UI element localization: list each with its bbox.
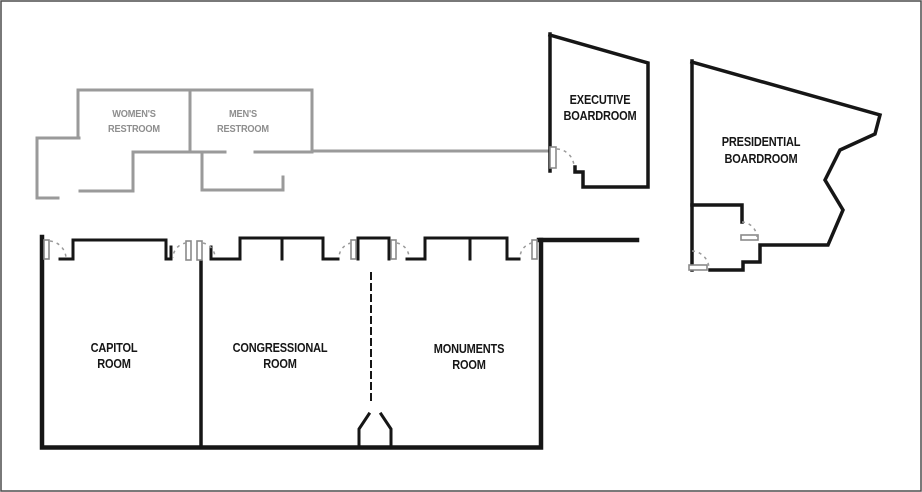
- left-corridor-wall: [35, 136, 81, 200]
- door-arc-congressional-right: [338, 242, 352, 259]
- capitol-room-label: CAPITOL ROOM: [91, 341, 138, 371]
- executive-boardroom-label: EXECUTIVE BOARDROOM: [564, 93, 637, 123]
- monuments-room-label-line2: ROOM: [452, 358, 486, 372]
- door-leaf-presidential-inner: [740, 234, 759, 241]
- womens-lower-wall: [78, 150, 192, 193]
- presidential-boardroom-label-line2: BOARDROOM: [725, 152, 798, 166]
- womens-restroom-label: WOMEN'S RESTROOM: [108, 109, 160, 136]
- main-room-outer-wall: [39, 234, 544, 450]
- partition-pocket: [357, 411, 393, 449]
- monuments-room-label: MONUMENTS ROOM: [434, 342, 505, 372]
- presidential-boardroom-walls: [689, 59, 883, 272]
- door-arc-monuments-right: [519, 242, 533, 259]
- door-leaf-presidential-entry: [688, 264, 708, 271]
- womens-restroom-label-line2: RESTROOM: [108, 124, 160, 136]
- congressional-room-label-line1: CONGRESSIONAL: [233, 341, 328, 355]
- door-leaf-congressional-left: [196, 240, 203, 261]
- door-arc-monuments-left: [396, 242, 410, 259]
- door-leaves: [43, 146, 759, 271]
- executive-boardroom-label-line2: BOARDROOM: [564, 109, 637, 123]
- capitol-room-label-line2: ROOM: [97, 357, 131, 371]
- presidential-vestibule-wall: [690, 203, 744, 224]
- executive-boardroom-label-line1: EXECUTIVE: [570, 93, 631, 107]
- door-leaf-monuments-right: [531, 239, 538, 260]
- door-leaf-capitol-right: [185, 240, 192, 261]
- executive-outer-wall: [547, 32, 650, 189]
- congressional-room-label: CONGRESSIONAL ROOM: [233, 341, 328, 371]
- monuments-room-label-line1: MONUMENTS: [434, 342, 505, 356]
- presidential-boardroom-label: PRESIDENTIAL BOARDROOM: [722, 135, 801, 166]
- congressional-room-label-line2: ROOM: [263, 357, 297, 371]
- door-symbols: [43, 146, 759, 271]
- mens-restroom-label-line2: RESTROOM: [217, 124, 269, 136]
- door-leaf-congressional-right: [350, 239, 357, 260]
- door-arc-presidential-inner: [741, 221, 758, 238]
- restroom-outer-wall: [76, 88, 314, 153]
- capitol-room-label-line1: CAPITOL: [91, 341, 138, 355]
- mens-restroom-label-line1: MEN'S: [229, 109, 258, 121]
- door-swing-arcs: [49, 148, 758, 269]
- door-arc-congressional-left: [202, 242, 216, 259]
- door-arc-presidential-entry: [691, 250, 710, 269]
- door-arc-capitol-right: [172, 242, 187, 259]
- room-labels: WOMEN'S RESTROOM MEN'S RESTROOM EXECUTIV…: [91, 93, 801, 372]
- door-arc-capitol-left: [49, 240, 67, 261]
- door-arc-executive: [556, 148, 575, 168]
- door-leaf-capitol-left: [43, 239, 50, 260]
- mens-restroom-label: MEN'S RESTROOM: [217, 109, 269, 136]
- door-leaf-executive: [549, 146, 557, 169]
- top-wall: [58, 236, 521, 261]
- presidential-boardroom-label-line1: PRESIDENTIAL: [722, 135, 801, 149]
- main-room-walls: [39, 234, 640, 450]
- restroom-walls: [35, 88, 551, 200]
- door-leaf-monuments-left: [390, 239, 397, 260]
- presidential-outer-wall: [689, 59, 883, 272]
- womens-restroom-label-line1: WOMEN'S: [112, 109, 156, 121]
- mens-lower-wall: [200, 150, 285, 192]
